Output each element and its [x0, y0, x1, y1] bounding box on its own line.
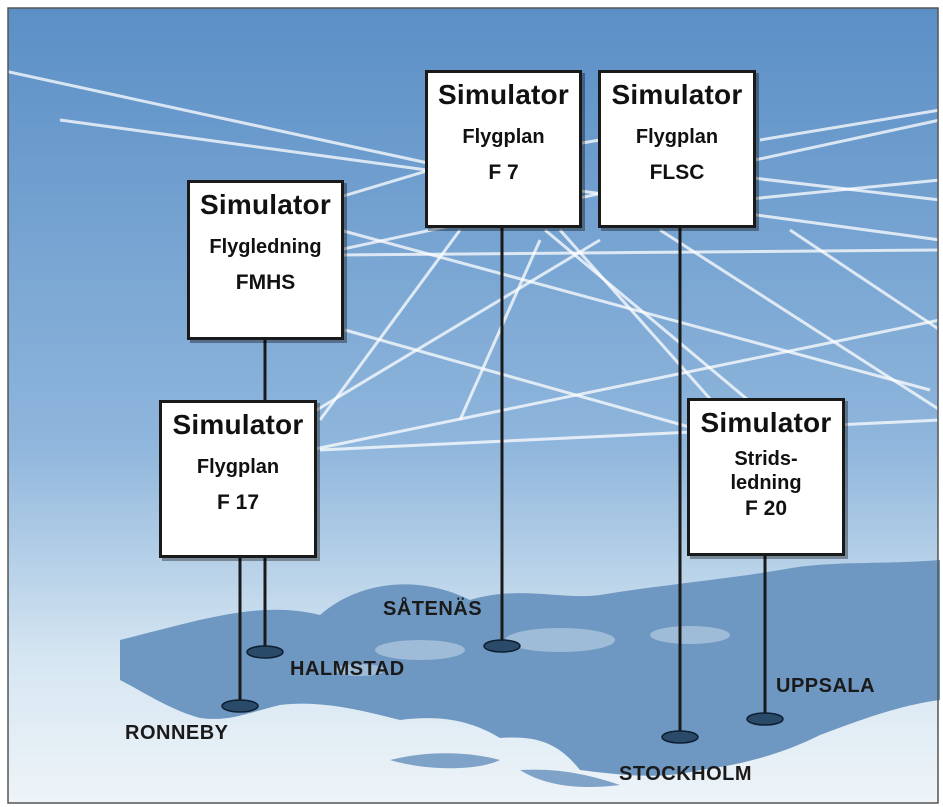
box-title: Simulator [438, 79, 569, 110]
box-code: F 17 [216, 491, 260, 514]
frame [7, 7, 939, 804]
box-code: FMHS [235, 271, 296, 294]
city-label-halmstad: HALMSTAD [290, 658, 405, 680]
land-map [120, 560, 940, 788]
pin-satenas [483, 639, 521, 653]
city-label-satenas: SÅTENÄS [383, 598, 483, 620]
box-code: F 7 [488, 161, 519, 184]
simulator-box-f20: Simulator Strids- ledning F 20 [687, 398, 845, 556]
box-subtitle: Flygplan [635, 126, 719, 148]
poles [238, 225, 767, 735]
pin-uppsala [746, 712, 784, 726]
pin-stockholm [661, 730, 699, 744]
simulator-box-flsc: Simulator Flygplan FLSC [598, 70, 756, 228]
city-label-uppsala: UPPSALA [776, 675, 876, 697]
city-label-stockholm: STOCKHOLM [619, 763, 753, 785]
box-subtitle: Strids- ledning [730, 448, 802, 494]
pin-ronneby [221, 699, 259, 713]
lakes [335, 626, 730, 676]
pin-halmstad [246, 645, 284, 659]
city-label-ronneby: RONNEBY [125, 722, 229, 744]
box-code: FLSC [649, 161, 705, 184]
simulator-box-fmhs: Simulator Flygledning FMHS [187, 180, 344, 340]
box-title: Simulator [172, 409, 304, 440]
pins [221, 639, 784, 744]
box-title: Simulator [700, 407, 832, 438]
box-title: Simulator [200, 189, 331, 220]
simulator-box-f17: Simulator Flygplan F 17 [159, 400, 317, 558]
simulator-box-f7: Simulator Flygplan F 7 [425, 70, 582, 228]
box-code: F 20 [744, 497, 788, 520]
box-subtitle: Flygplan [462, 126, 545, 148]
box-title: Simulator [611, 79, 743, 110]
box-subtitle: Flygledning [209, 236, 322, 258]
box-subtitle: Flygplan [196, 456, 280, 478]
